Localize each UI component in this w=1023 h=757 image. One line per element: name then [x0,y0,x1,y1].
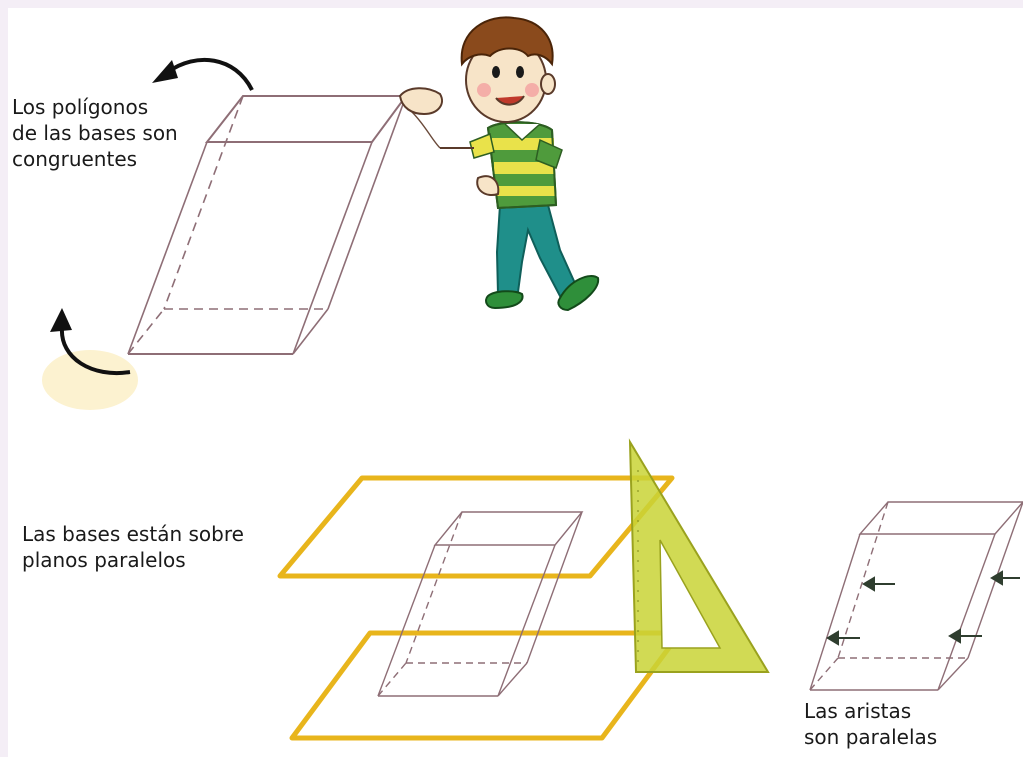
label-line: Las bases están sobre [22,522,244,546]
boy-illustration [398,16,600,312]
label-line: son paralelas [804,725,938,749]
parallel-edge-arrows [826,570,1020,646]
set-square-icon [628,438,770,673]
label-bases-congruentes: Los polígonos de las bases son congruent… [12,94,178,172]
label-line: planos paralelos [22,548,186,572]
label-line: de las bases son [12,121,178,145]
right-prism [809,501,1023,691]
label-line: Los polígonos [12,95,149,119]
arrow-left-icon [990,570,1020,586]
label-line: Las aristas [804,699,912,723]
label-line: congruentes [12,147,138,171]
label-aristas-paralelas: Las aristas son paralelas [804,698,937,750]
curved-arrow-bottom-icon [50,308,131,376]
curved-arrow-top-icon [152,57,254,91]
arrow-left-icon [948,628,982,644]
top-prism [42,95,408,410]
middle-prism [377,511,584,697]
label-planos-paralelos: Las bases están sobre planos paralelos [22,521,244,573]
parallel-planes [277,475,683,741]
arrow-left-icon [862,576,895,592]
arrow-left-icon [826,630,860,646]
